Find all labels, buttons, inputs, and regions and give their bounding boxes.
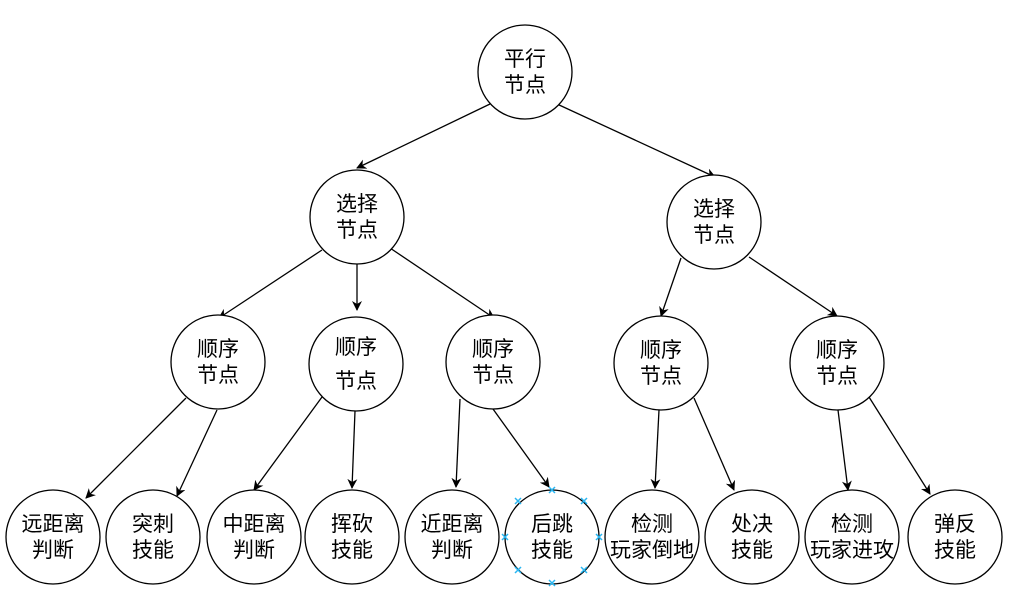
leaf10-label-1: 弹反 bbox=[934, 512, 976, 536]
leaf10-label-2: 技能 bbox=[934, 538, 976, 562]
edge-root-selector-right bbox=[556, 103, 716, 178]
seq2-label-2: 节点 bbox=[335, 369, 377, 393]
leaf2-label-1: 突刺 bbox=[132, 512, 174, 536]
handle-bottomleft[interactable] bbox=[514, 566, 522, 574]
leaf3-label-1: 中距离 bbox=[223, 512, 286, 536]
selector-right-label-2: 节点 bbox=[693, 223, 735, 247]
sequence-node-1[interactable] bbox=[170, 314, 266, 410]
leaf6-label-2: 技能 bbox=[531, 538, 573, 562]
leaf4-label-1: 挥砍 bbox=[331, 512, 373, 536]
edge-seq2-leaf3 bbox=[253, 396, 323, 491]
root-label-1: 平行 bbox=[504, 47, 546, 71]
leaf-node-10[interactable] bbox=[907, 489, 1003, 585]
edge-seq4-leaf7 bbox=[650, 409, 661, 489]
handle-topleft[interactable] bbox=[514, 497, 522, 505]
root-node[interactable] bbox=[477, 24, 573, 120]
leaf-node-8[interactable] bbox=[704, 489, 800, 585]
leaf3-label-2: 判断 bbox=[233, 538, 275, 562]
edge-seq1-leaf2 bbox=[176, 409, 218, 497]
leaf1-label-2: 判断 bbox=[32, 538, 74, 562]
selector-node-right[interactable] bbox=[666, 174, 762, 270]
leaf-node-5[interactable] bbox=[404, 489, 500, 585]
leaf-node-9[interactable] bbox=[804, 489, 900, 585]
leaf-node-4[interactable] bbox=[304, 489, 400, 585]
edge-selector-right-seq4 bbox=[659, 257, 682, 317]
edge-seq4-leaf8 bbox=[693, 397, 735, 491]
sequence-node-5[interactable] bbox=[789, 315, 885, 411]
sequence-node-3[interactable] bbox=[445, 314, 541, 410]
seq1-label-2: 节点 bbox=[197, 363, 239, 387]
seq3-label-1: 顺序 bbox=[472, 337, 514, 361]
leaf6-label-1: 后跳 bbox=[531, 512, 573, 536]
handle-topright[interactable] bbox=[580, 497, 588, 505]
edge-selector-left-seq3 bbox=[389, 247, 495, 319]
leaf5-label-1: 近距离 bbox=[421, 512, 484, 536]
edge-seq5-leaf10 bbox=[868, 396, 931, 495]
leaf5-label-2: 判断 bbox=[431, 538, 473, 562]
seq5-label-1: 顺序 bbox=[816, 338, 858, 362]
selector-left-label-1: 选择 bbox=[336, 192, 378, 216]
leaf-node-2[interactable] bbox=[105, 489, 201, 585]
leaf-node-7[interactable] bbox=[604, 489, 700, 585]
handle-left[interactable] bbox=[501, 533, 509, 541]
selector-left-label-2: 节点 bbox=[336, 218, 378, 242]
edge-selector-right-seq5 bbox=[748, 256, 838, 317]
edge-root-selector-left bbox=[356, 103, 491, 169]
leaf9-label-1: 检测 bbox=[831, 512, 873, 536]
leaf1-label-1: 远距离 bbox=[22, 512, 85, 536]
leaf8-label-1: 处决 bbox=[731, 512, 773, 536]
leaf2-label-2: 技能 bbox=[132, 538, 174, 562]
seq1-label-1: 顺序 bbox=[197, 337, 239, 361]
leaf8-label-2: 技能 bbox=[731, 538, 773, 562]
root-label-2: 节点 bbox=[504, 73, 546, 97]
seq2-label-1: 顺序 bbox=[335, 335, 377, 359]
edge-seq1-leaf1 bbox=[85, 397, 187, 499]
handle-bottomright[interactable] bbox=[580, 566, 588, 574]
edge-seq3-leaf6 bbox=[492, 408, 550, 488]
sequence-node-2[interactable] bbox=[308, 316, 404, 412]
seq5-label-2: 节点 bbox=[816, 364, 858, 388]
edge-seq5-leaf9 bbox=[837, 409, 852, 491]
sequence-node-4[interactable] bbox=[613, 315, 709, 411]
edges bbox=[85, 103, 931, 499]
leaf-node-3[interactable] bbox=[206, 489, 302, 585]
leaf-node-1[interactable] bbox=[5, 489, 101, 585]
edge-selector-left-seq1 bbox=[218, 249, 323, 319]
selection-handles[interactable] bbox=[501, 486, 603, 587]
edge-seq2-leaf4 bbox=[347, 410, 358, 489]
seq4-label-1: 顺序 bbox=[640, 338, 682, 362]
leaf4-label-2: 技能 bbox=[331, 538, 373, 562]
seq3-label-2: 节点 bbox=[472, 363, 514, 387]
leaf9-label-2: 玩家进攻 bbox=[810, 538, 894, 562]
selector-node-left[interactable] bbox=[309, 169, 405, 265]
handle-bottom[interactable] bbox=[548, 579, 556, 587]
handle-right[interactable] bbox=[595, 533, 603, 541]
edge-seq3-leaf5 bbox=[451, 398, 462, 488]
leaf7-label-2: 玩家倒地 bbox=[610, 538, 694, 562]
handle-top[interactable] bbox=[548, 486, 556, 494]
leaf7-label-1: 检测 bbox=[631, 512, 673, 536]
selector-right-label-1: 选择 bbox=[693, 197, 735, 221]
seq4-label-2: 节点 bbox=[640, 364, 682, 388]
